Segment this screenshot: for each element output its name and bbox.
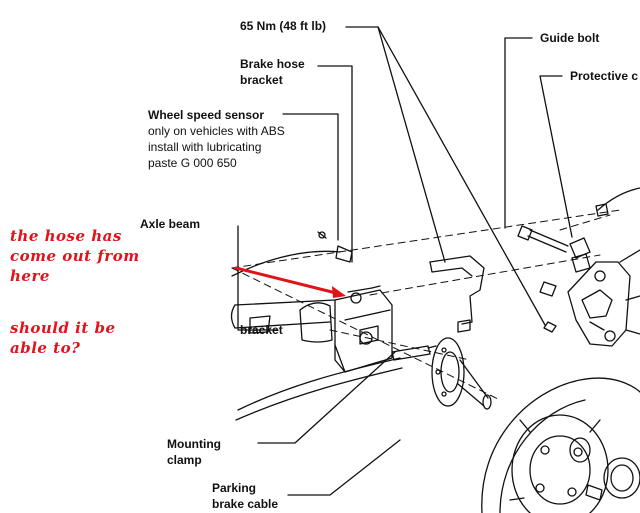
axle-beam — [230, 289, 393, 373]
caliper-carrier — [567, 249, 640, 347]
brake-hose-bracket-part — [429, 255, 485, 333]
wheel-bearing — [585, 457, 640, 501]
brake-line — [595, 187, 640, 217]
hose-fitting — [347, 285, 381, 304]
protective-cap-label: Protective c — [570, 69, 639, 83]
guide-bolt-label: Guide bolt — [540, 31, 600, 45]
annotation-line-2: come out from — [10, 247, 140, 265]
wheel-speed-sensor-label: Wheel speed sensor only on vehicles with… — [148, 108, 285, 170]
annotation-line-5: able to? — [10, 339, 81, 357]
axle-beam-label: Axle beam — [140, 217, 201, 231]
annotation-line-4: should it be — [10, 319, 116, 337]
wheel-speed-sensor-part — [231, 231, 353, 277]
annotation-arrow — [234, 266, 346, 298]
annotation-line-3: here — [10, 267, 50, 285]
assembly-axis-lines — [231, 209, 621, 401]
brake-backing-plate — [481, 377, 640, 513]
annotation-line-1: the hose has — [10, 227, 122, 245]
protective-caps — [569, 237, 591, 273]
guide-bolts — [517, 225, 569, 333]
wheel-hub — [431, 337, 492, 410]
parking-brake-cable-part — [235, 345, 437, 421]
bracket-label: bracket — [240, 323, 283, 337]
leader-lines — [237, 26, 573, 496]
torque-label: 65 Nm (48 ft lb) — [240, 19, 327, 33]
